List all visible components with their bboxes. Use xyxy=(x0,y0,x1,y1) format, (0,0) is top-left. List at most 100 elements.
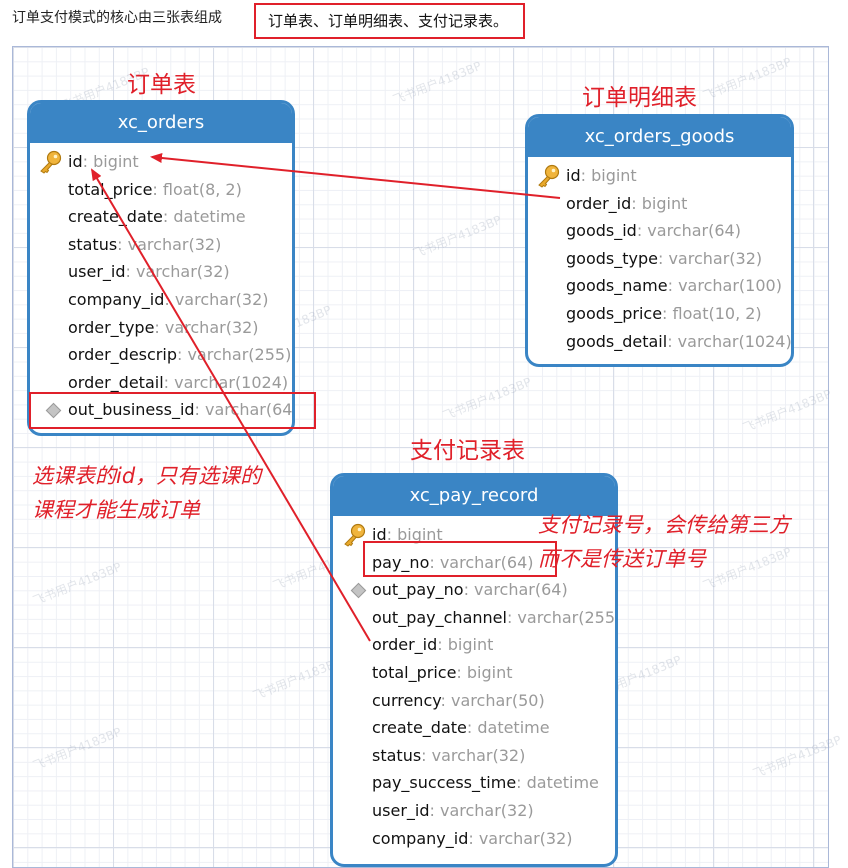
field-type: : varchar(32) xyxy=(421,745,526,765)
orders-goods-table-label: 订单明细表 xyxy=(582,85,697,111)
field-row: out_pay_channel: varchar(255) xyxy=(333,604,615,632)
pay-record-entity[interactable]: xc_pay_record id: bigint pay_no: varchar… xyxy=(330,473,618,867)
field-row: company_id: varchar(32) xyxy=(30,286,292,314)
field-name: pay_success_time xyxy=(372,773,517,793)
orders-goods-entity[interactable]: xc_orders_goods id: bigint order_id: big… xyxy=(525,114,794,367)
field-type: : bigint xyxy=(456,662,513,682)
field-name: goods_id xyxy=(566,221,637,241)
field-name: user_id xyxy=(68,262,126,282)
field-type: : varchar(32) xyxy=(125,262,230,282)
field-name: order_id xyxy=(372,635,438,655)
field-row: goods_id: varchar(64) xyxy=(528,217,791,245)
field-name: order_detail xyxy=(68,372,164,392)
field-type: : datetime xyxy=(162,207,246,227)
field-name: goods_name xyxy=(566,276,668,296)
field-type: : varchar(100) xyxy=(667,276,782,296)
field-type: : varchar(64) xyxy=(429,552,534,572)
field-type: : varchar(32) xyxy=(429,800,534,820)
field-name: status xyxy=(372,745,422,765)
field-row: order_id: bigint xyxy=(528,190,791,218)
field-row: pay_success_time: datetime xyxy=(333,769,615,797)
field-type: : varchar(32) xyxy=(154,317,259,337)
out-business-id-highlight-box xyxy=(29,392,316,429)
field-type: : float(8, 2) xyxy=(152,179,242,199)
field-name: id xyxy=(68,152,83,171)
course-note-line-1: 选课表的id，只有选课的 xyxy=(32,464,262,488)
field-row: id: bigint xyxy=(528,162,791,190)
pay-record-entity-title: xc_pay_record xyxy=(333,476,615,516)
field-type: : float(10, 2) xyxy=(662,303,762,323)
field-type: : bigint xyxy=(82,152,139,171)
field-type: : varchar(1024) xyxy=(163,372,289,392)
field-name: total_price xyxy=(372,662,457,682)
intro-text: 订单支付模式的核心由三张表组成 xyxy=(12,10,222,26)
field-type: : varchar(32) xyxy=(468,828,573,848)
field-type: : varchar(64) xyxy=(463,580,568,600)
field-row: currency: varchar(50) xyxy=(333,687,615,715)
orders-field-list: id: bigint total_price: float(8, 2) crea… xyxy=(30,143,292,424)
field-name: id xyxy=(372,525,387,544)
primary-key-icon xyxy=(538,164,560,188)
field-name: create_date xyxy=(68,207,163,227)
field-row: order_descrip: varchar(255) xyxy=(30,341,292,369)
field-name: id xyxy=(566,166,581,185)
field-type: : varchar(64) xyxy=(636,221,741,241)
field-row: total_price: bigint xyxy=(333,659,615,687)
field-type: : varchar(255) xyxy=(176,345,292,365)
field-row: status: varchar(32) xyxy=(30,231,292,259)
field-row: create_date: datetime xyxy=(30,203,292,231)
field-name: out_pay_channel xyxy=(372,607,507,627)
orders-table-label: 订单表 xyxy=(127,72,196,98)
field-name: company_id xyxy=(372,828,469,848)
field-row: status: varchar(32) xyxy=(333,742,615,770)
pay-record-field-list: id: bigint pay_no: varchar(64) out_pay_n… xyxy=(333,516,615,852)
field-name: currency xyxy=(372,690,441,710)
field-name: create_date xyxy=(372,718,467,738)
field-name: order_descrip xyxy=(68,345,177,365)
field-name: status xyxy=(68,234,118,254)
orders-entity[interactable]: xc_orders id: bigint total_price: float(… xyxy=(27,100,295,436)
orders-goods-entity-title: xc_orders_goods xyxy=(528,117,791,157)
pay-no-note-line-1: 支付记录号，会传给第三方 xyxy=(538,513,790,537)
field-name: order_id xyxy=(566,193,632,213)
field-type: : varchar(32) xyxy=(164,289,269,309)
field-name: order_type xyxy=(68,317,155,337)
field-type: : varchar(255) xyxy=(506,607,618,627)
field-type: : bigint xyxy=(437,635,494,655)
field-type: : varchar(50) xyxy=(440,690,545,710)
field-name: goods_price xyxy=(566,303,663,323)
field-row: id: bigint xyxy=(30,148,292,176)
field-row: user_id: varchar(32) xyxy=(30,258,292,286)
intro-highlight-box: 订单表、订单明细表、支付记录表。 xyxy=(254,3,525,39)
field-row: order_id: bigint xyxy=(333,631,615,659)
field-type: : bigint xyxy=(631,193,688,213)
field-name: company_id xyxy=(68,289,165,309)
field-row: create_date: datetime xyxy=(333,714,615,742)
field-name: pay_no xyxy=(372,552,430,572)
field-row: goods_type: varchar(32) xyxy=(528,245,791,273)
field-name: goods_type xyxy=(566,248,658,268)
field-row: pay_no: varchar(64) xyxy=(333,549,615,577)
field-row: goods_price: float(10, 2) xyxy=(528,300,791,328)
field-row: total_price: float(8, 2) xyxy=(30,176,292,204)
field-type: : varchar(1024) xyxy=(667,331,792,351)
field-type: : varchar(32) xyxy=(117,234,222,254)
field-name: total_price xyxy=(68,179,153,199)
field-row: goods_name: varchar(100) xyxy=(528,272,791,300)
field-row: order_type: varchar(32) xyxy=(30,314,292,342)
field-row: out_pay_no: varchar(64) xyxy=(333,576,615,604)
field-name: user_id xyxy=(372,800,430,820)
field-row: company_id: varchar(32) xyxy=(333,825,615,853)
pay-record-table-label: 支付记录表 xyxy=(410,438,525,464)
field-name: goods_detail xyxy=(566,331,668,351)
field-type: : datetime xyxy=(516,773,599,793)
field-row: goods_detail: varchar(1024) xyxy=(528,328,791,356)
orders-entity-title: xc_orders xyxy=(30,103,292,143)
pay-no-highlight-box xyxy=(363,541,557,577)
field-type: : bigint xyxy=(580,166,637,185)
field-type: : varchar(32) xyxy=(657,248,763,268)
orders-goods-field-list: id: bigint order_id: bigint goods_id: va… xyxy=(528,157,791,355)
index-diamond-icon xyxy=(350,582,367,599)
primary-key-icon xyxy=(40,150,62,174)
field-type: : bigint xyxy=(386,525,443,544)
